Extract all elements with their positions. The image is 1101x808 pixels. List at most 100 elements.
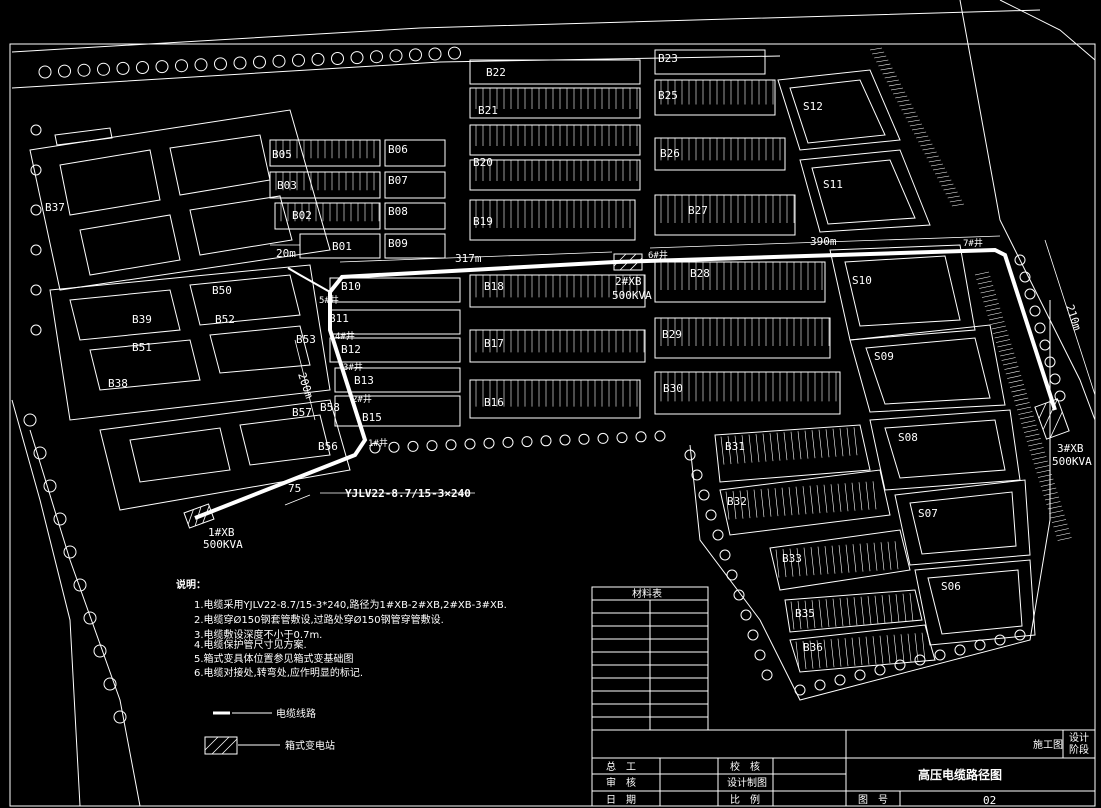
tree-symbol [272, 54, 286, 68]
tree-symbol [578, 433, 590, 445]
tree-symbol [214, 57, 227, 71]
tb-draw: 设计制图 [727, 776, 767, 789]
legend-cable: 电缆线路 [276, 707, 316, 720]
tree-symbol [77, 63, 91, 77]
tree-symbol [30, 124, 42, 136]
tree-symbol [1034, 322, 1046, 334]
tree-symbol [194, 58, 208, 72]
tree-row-top [38, 46, 461, 79]
tree-symbol [370, 50, 383, 64]
tree-symbol [705, 509, 717, 521]
tree-symbol [38, 65, 52, 79]
tree-symbol [136, 61, 149, 74]
tree-symbol [73, 578, 87, 592]
label-b35: B35 [795, 607, 815, 620]
tree-symbol [635, 431, 647, 443]
note-4: 4.电缆保护管尺寸见方案. [194, 638, 307, 651]
well-5: 5#井 [319, 294, 339, 306]
tree-symbol [597, 432, 609, 444]
tree-symbol [894, 659, 906, 671]
tree-row-bottom [369, 430, 666, 454]
label-s11: S11 [823, 178, 843, 191]
label-b38: B38 [108, 377, 128, 390]
tree-row-right [684, 254, 1066, 696]
tree-symbol [83, 611, 97, 625]
note-5: 5.箱式变具体位置参见箱式变基础图 [194, 652, 354, 665]
label-b07: B07 [388, 174, 408, 187]
t3-name: 3#XB [1057, 442, 1084, 455]
tree-symbol [747, 629, 759, 641]
note-6: 6.电缆对接处,转弯处,应作明显的标记. [194, 666, 363, 679]
tree-symbol [691, 469, 703, 481]
tree-symbol [1054, 390, 1066, 402]
label-b37: B37 [45, 201, 65, 214]
t1-name: 1#XB [208, 526, 235, 539]
tree-symbol [407, 440, 419, 452]
tree-symbol [733, 589, 745, 601]
label-b36: B36 [803, 641, 823, 654]
tb-date: 日 期 [606, 794, 636, 806]
tb-stage: 施工图 [1033, 738, 1063, 751]
design-notes: 说明： 1.电缆采用YJLV22-8.7/15-3*240,路径为1#XB-2#… [176, 578, 507, 679]
label-b06: B06 [388, 143, 408, 156]
tree-symbol [559, 434, 571, 446]
road-lines [11, 0, 1096, 807]
center-building-rows [269, 49, 936, 673]
tree-symbol [350, 51, 364, 65]
label-b15: B15 [362, 411, 382, 424]
tb-fig-no: 02 [983, 794, 996, 807]
label-b26: B26 [660, 147, 680, 160]
label-b28: B28 [690, 267, 710, 280]
drawing-title: 高压电缆路径图 [918, 767, 1002, 782]
label-b19: B19 [473, 215, 493, 228]
tree-symbol [53, 512, 67, 526]
label-b58: B58 [320, 401, 340, 414]
tree-symbol [409, 48, 422, 62]
parking-hatch [275, 80, 926, 670]
label-b09: B09 [388, 237, 408, 250]
tree-symbol [63, 545, 77, 559]
tb-design: 设计 [1069, 731, 1089, 744]
label-b20: B20 [473, 156, 493, 169]
tree-symbol [1024, 288, 1036, 300]
legend: 电缆线路 箱式变电站 [204, 707, 335, 755]
label-b17: B17 [484, 337, 504, 350]
tree-symbol [311, 52, 325, 66]
tree-symbol [155, 60, 169, 74]
well-2: 2#井 [352, 393, 372, 405]
label-b50: B50 [212, 284, 232, 297]
legend-box-symbol [204, 736, 238, 755]
label-b33: B33 [782, 552, 802, 565]
well-7: 7#井 [963, 237, 983, 249]
tree-symbol [483, 437, 495, 449]
tree-symbol [23, 413, 37, 427]
tree-symbol [253, 55, 266, 69]
transformer-labels: 1#XB 500KVA 2#XB 500KVA 3#XB 500KVA [203, 275, 1092, 551]
label-b57: B57 [292, 406, 312, 419]
label-b51: B51 [132, 341, 152, 354]
tree-symbol [116, 61, 130, 75]
dim-317m: 317m [455, 252, 482, 265]
label-b23: B23 [658, 52, 678, 65]
label-b53: B53 [296, 333, 316, 346]
label-s09: S09 [874, 350, 894, 363]
t2-capacity: 500KVA [612, 289, 652, 302]
tree-row-left [23, 124, 127, 724]
tree-symbol [292, 53, 305, 67]
tree-symbol [914, 654, 926, 666]
label-b16: B16 [484, 396, 504, 409]
note-1: 1.电缆采用YJLV22-8.7/15-3*240,路径为1#XB-2#XB,2… [194, 598, 507, 611]
tree-symbol [698, 489, 710, 501]
tree-symbol [934, 649, 946, 661]
label-b03: B03 [277, 179, 297, 192]
label-b29: B29 [662, 328, 682, 341]
label-b32: B32 [727, 495, 747, 508]
tree-symbol [754, 649, 766, 661]
label-b56: B56 [318, 440, 338, 453]
table-title: 材料表 [632, 587, 662, 600]
transformer-2-symbol [613, 253, 643, 271]
tree-symbol [719, 549, 731, 561]
t2-name: 2#XB [615, 275, 642, 288]
dim-390m: 390m [810, 235, 837, 248]
